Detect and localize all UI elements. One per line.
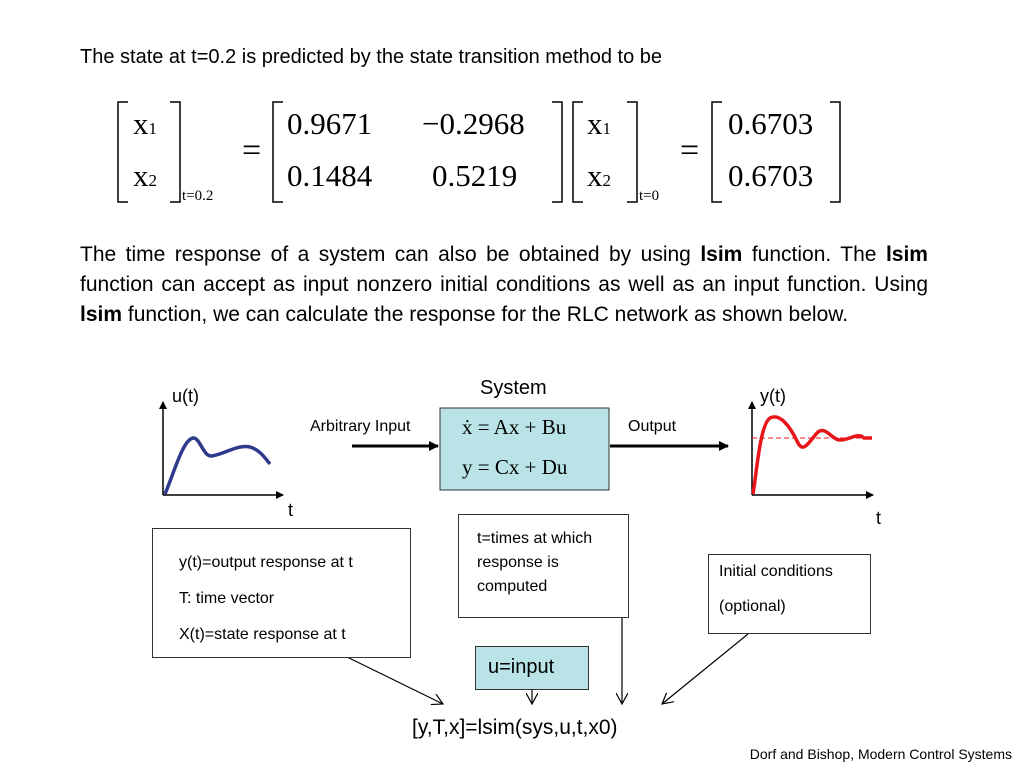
output-equation: y = Cx + Du xyxy=(462,455,568,479)
equals-sign-2: = xyxy=(680,132,700,169)
matrix-a12: −0.2968 xyxy=(422,106,525,141)
result-1: 0.6703 xyxy=(728,106,814,141)
lsim-keyword: lsim xyxy=(885,243,928,266)
lsim-keyword: lsim xyxy=(700,243,743,266)
input-arrow-label: Arbitrary Input xyxy=(310,418,411,435)
output-curve xyxy=(751,415,872,495)
times-line-2: response is xyxy=(477,554,559,571)
lhs-x1: x1 xyxy=(133,106,157,141)
output-axis-label: y(t) xyxy=(760,386,786,406)
state-equation: ẋ = Ax + Bu xyxy=(462,415,567,439)
lsim-keyword: lsim xyxy=(80,303,123,326)
input-axis-label: u(t) xyxy=(172,386,199,406)
outputs-line-t: T: time vector xyxy=(179,590,275,607)
input-box-label: u=input xyxy=(488,656,555,678)
lsim-paragraph: The time response of a system can also b… xyxy=(80,243,928,326)
result-2: 0.6703 xyxy=(728,158,814,193)
init-line-2: (optional) xyxy=(719,598,786,615)
rhs-x1: x1 xyxy=(587,106,611,141)
intro-text: The state at t=0.2 is predicted by the s… xyxy=(80,46,663,68)
output-time-label: t xyxy=(876,508,882,528)
input-box: u=input xyxy=(475,646,589,690)
arrow-outputs-to-command xyxy=(344,655,443,704)
lsim-command: [y,T,x]=lsim(sys,u,t,x0) xyxy=(412,716,618,739)
lhs-x2: x2 xyxy=(133,158,157,193)
matrix-a21: 0.1484 xyxy=(287,158,373,193)
arrow-init-to-command xyxy=(662,633,749,704)
equals-sign-1: = xyxy=(242,132,262,169)
lhs-subscript: t=0.2 xyxy=(182,188,214,204)
system-title: System xyxy=(480,377,547,399)
input-time-label: t xyxy=(288,500,294,520)
system-box xyxy=(439,407,610,491)
output-arrow-label: Output xyxy=(628,418,677,435)
citation: Dorf and Bishop, Modern Control Systems xyxy=(749,746,1012,762)
outputs-line-x: X(t)=state response at t xyxy=(179,626,346,643)
init-line-1: Initial conditions xyxy=(719,563,833,580)
times-line-3: computed xyxy=(477,578,548,595)
rhs-x2: x2 xyxy=(587,158,611,193)
input-curve xyxy=(163,436,272,495)
times-box: t=times at which response is computed xyxy=(458,514,629,618)
matrix-a22: 0.5219 xyxy=(432,158,518,193)
rhs-subscript: t=0 xyxy=(639,188,660,204)
times-line-1: t=times at which xyxy=(477,530,593,547)
initial-conditions-box: Initial conditions (optional) xyxy=(708,554,871,634)
matrix-a11: 0.9671 xyxy=(287,106,373,141)
outputs-line-y: y(t)=output response at t xyxy=(179,554,353,571)
outputs-box: y(t)=output response at t T: time vector… xyxy=(152,528,411,658)
